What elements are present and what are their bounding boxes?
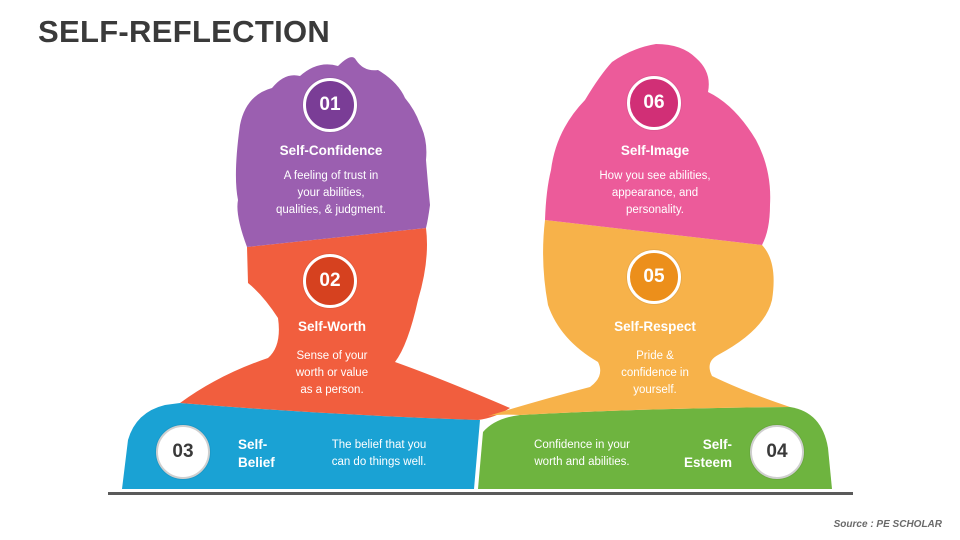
segment-04-number-badge: 04 — [750, 425, 804, 479]
segment-03-title-line: Self- — [238, 437, 268, 452]
segment-01-shape — [235, 57, 430, 247]
segment-03-title-line: Belief — [238, 455, 275, 470]
segment-06-shape — [545, 44, 771, 245]
segment-01-number: 01 — [319, 94, 341, 115]
segment-02-desc-line: Sense of your — [296, 350, 368, 362]
segment-02-description: Sense of your worth or value as a person… — [262, 348, 402, 399]
segment-01-number-badge: 01 — [303, 78, 357, 132]
segment-04-desc-line: Confidence in your — [534, 439, 630, 451]
segment-02-number: 02 — [319, 270, 341, 291]
baseline-divider — [108, 492, 853, 495]
segment-04-title-line: Esteem — [683, 455, 732, 470]
segment-04-description: Confidence in your worth and abilities. — [512, 437, 652, 471]
segment-06-description: How you see abilities, appearance, and p… — [570, 168, 740, 219]
segment-04-number: 04 — [766, 441, 788, 462]
segment-03-description: The belief that you can do things well. — [310, 437, 448, 471]
segment-03-number-badge: 03 — [156, 425, 210, 479]
segment-05-number-badge: 05 — [627, 250, 681, 304]
segment-03-title: Self- Belief — [238, 436, 282, 472]
segment-04-shape — [478, 407, 832, 489]
segment-02-number-badge: 02 — [303, 254, 357, 308]
segment-06-title: Self-Image — [620, 143, 690, 158]
segment-03-shape — [122, 403, 480, 489]
segment-05-description: Pride & confidence in yourself. — [585, 348, 725, 399]
segment-01-desc-line: A feeling of trust in — [283, 170, 379, 182]
segment-02-title: Self-Worth — [298, 319, 366, 334]
segment-01-title: Self-Confidence — [279, 143, 383, 158]
segment-04-title-line: Self- — [702, 437, 732, 452]
segment-05-desc-line: confidence in — [621, 367, 689, 379]
segment-01-description: A feeling of trust in your abilities, qu… — [245, 168, 417, 219]
page-title: SELF-REFLECTION — [38, 14, 331, 49]
segment-06-desc-line: How you see abilities, — [599, 170, 711, 182]
segment-06-number: 06 — [643, 92, 665, 113]
segment-01-desc-line: qualities, & judgment. — [276, 204, 386, 216]
segment-02-desc-line: worth or value — [295, 367, 369, 379]
segment-05-shape — [488, 220, 790, 416]
segment-04-desc-line: worth and abilities. — [534, 456, 630, 468]
segment-04-title: Self- Esteem — [680, 436, 732, 472]
segment-03-desc-line: can do things well. — [331, 456, 427, 468]
segment-02-desc-line: as a person. — [300, 384, 364, 396]
segment-06-number-badge: 06 — [627, 76, 681, 130]
segment-05-desc-line: yourself. — [633, 384, 677, 396]
segment-05-number: 05 — [643, 266, 665, 287]
segment-02-shape — [180, 228, 510, 420]
segment-05-title: Self-Respect — [614, 319, 696, 334]
segment-06-desc-line: personality. — [626, 204, 684, 216]
segment-03-number: 03 — [172, 441, 194, 462]
segment-05-desc-line: Pride & — [636, 350, 674, 362]
segment-01-desc-line: your abilities, — [297, 187, 365, 199]
segment-06-desc-line: appearance, and — [611, 187, 699, 199]
segment-03-desc-line: The belief that you — [331, 439, 427, 451]
source-credit: Source : PE SCHOLAR — [833, 519, 942, 530]
